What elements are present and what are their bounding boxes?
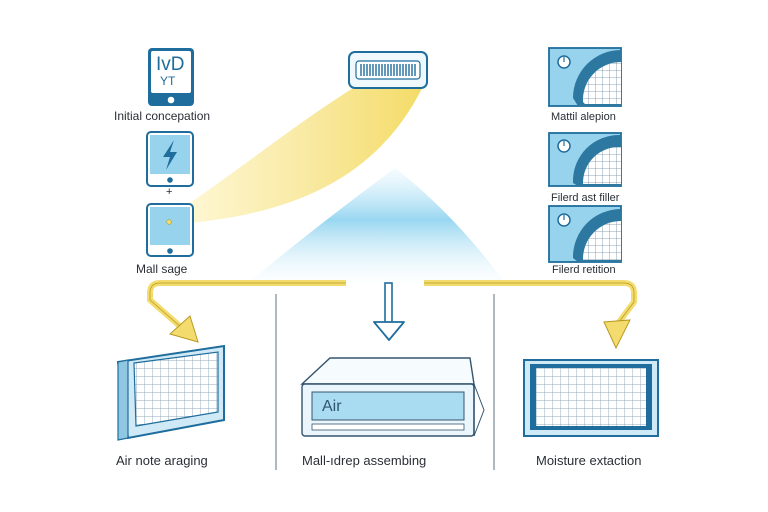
air-box-text: Air: [322, 398, 342, 415]
dial-icon: [557, 213, 571, 227]
tablet-icon-middle: [146, 131, 194, 187]
mall-drep-assembing-label: Mall-ıdrep assembing: [302, 453, 427, 468]
dial-icon: [557, 139, 571, 153]
filter-panel-middle: [548, 132, 622, 187]
yellow-light-beam: [168, 80, 426, 224]
dial-icon: [557, 55, 571, 69]
moisture-extaction-label: Moisture extaction: [536, 453, 642, 468]
connector-plus: +: [166, 186, 173, 198]
tablet-icon-bottom: [146, 203, 194, 257]
arrow-down-icon: [373, 282, 405, 341]
blue-light-beam: [248, 168, 505, 283]
mattil-alepion-label: Mattil alepion: [551, 111, 616, 123]
initial-concept-label: Initial concepation: [114, 109, 211, 123]
filter-panel-bottom: [548, 205, 622, 263]
air-note-araging-label: Air note araging: [116, 453, 208, 468]
air-box: [300, 357, 485, 437]
tablet-icon-top: [148, 48, 194, 106]
mall-sage-label: Mall sage: [136, 262, 188, 276]
arrow-to-left-filter: [147, 280, 346, 343]
tablet-screen-text-1: IvD: [156, 54, 185, 75]
filerd-ast-filler-label: Filerd ast filler: [551, 192, 620, 204]
tablet-screen-text-2: YT: [160, 74, 176, 88]
filter-grid-icon-right: [523, 359, 659, 437]
filter-panel-top: [548, 47, 622, 107]
lightning-icon: [163, 140, 177, 170]
arrow-to-right-filter: [424, 280, 637, 350]
filerd-retition-label: Filerd retition: [552, 264, 616, 276]
air-unit-icon: [348, 51, 428, 89]
filter-grid-icon-left: [116, 344, 225, 441]
